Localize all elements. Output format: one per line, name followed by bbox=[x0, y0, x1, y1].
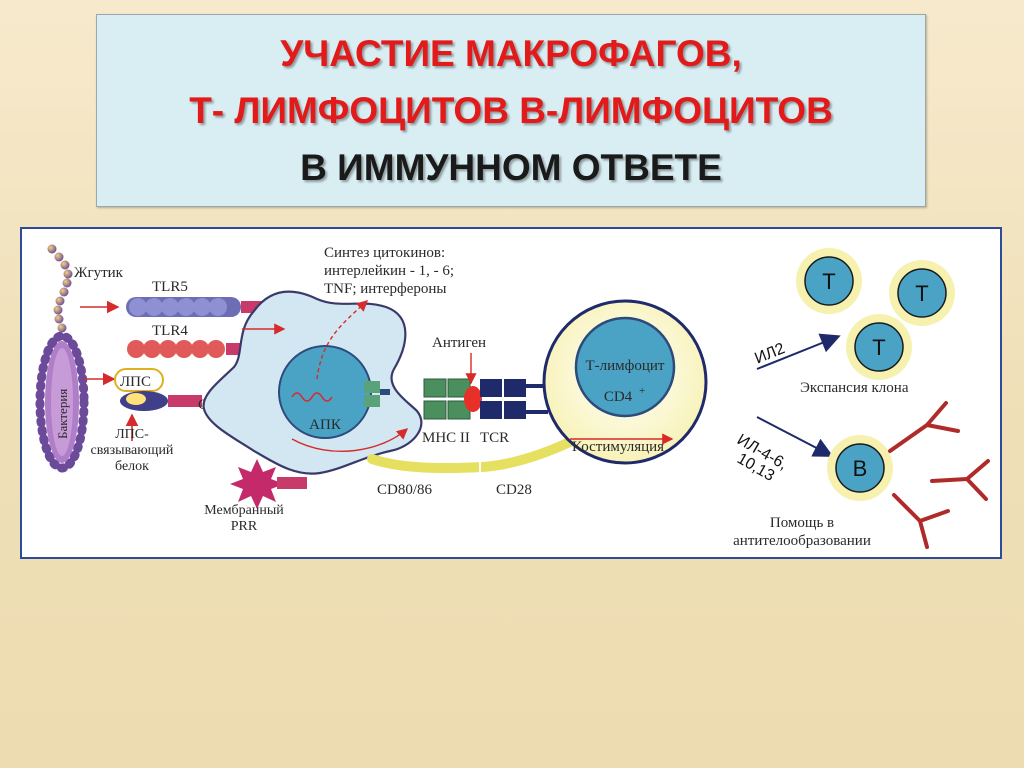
lps-label: ЛПС bbox=[120, 374, 151, 390]
b-cell: В bbox=[827, 435, 893, 501]
clone-t-cell-2: Т bbox=[889, 260, 955, 326]
clone-t-cell-1: Т bbox=[796, 248, 862, 314]
apc-label: АПК bbox=[309, 417, 342, 433]
cd28-label: CD28 bbox=[496, 482, 532, 498]
lps-box bbox=[114, 368, 164, 392]
cytokines-line-2: интерлейкин - 1, - 6; bbox=[324, 263, 454, 279]
title-line-1: УЧАСТИЕ МАКРОФАГОВ, bbox=[280, 33, 742, 74]
t-cell-sup: + bbox=[639, 385, 645, 397]
tcr-label: TCR bbox=[480, 430, 509, 446]
title-line-2: Т- ЛИМФОЦИТОВ В-ЛИМФОЦИТОВ bbox=[189, 90, 833, 131]
immune-response-diagram: Жгутик Бактерия TLR5 TLR4 bbox=[20, 227, 1002, 559]
cytokine-arrow bbox=[316, 300, 369, 380]
antigen-processing-arrow bbox=[291, 428, 409, 452]
mhc-tcr-complex bbox=[364, 378, 548, 420]
cd14-receptor bbox=[168, 395, 202, 407]
mhc-label: MHC II bbox=[422, 430, 470, 446]
antibody-1 bbox=[888, 401, 960, 453]
antigen-label: Антиген bbox=[432, 335, 486, 351]
clone-expansion-label: Экспансия клона bbox=[800, 380, 909, 396]
cytokines-line-3: TNF; интерфероны bbox=[324, 281, 447, 297]
diagram-canvas: Жгутик Бактерия TLR5 TLR4 bbox=[35, 244, 990, 549]
flagellum-label: Жгутик bbox=[74, 265, 124, 281]
il4-arrow bbox=[756, 416, 834, 457]
t-cell-line-1: Т-лимфоцит bbox=[586, 358, 665, 374]
bacterium: Бактерия bbox=[35, 331, 89, 473]
help-line-1: Помощь в bbox=[770, 515, 834, 531]
il2-arrow bbox=[756, 333, 841, 370]
t-letter-2: Т bbox=[915, 281, 928, 306]
lps-binding-line-2: связывающий bbox=[91, 443, 174, 458]
antibody-3 bbox=[892, 493, 950, 549]
help-line-2: антителообразовании bbox=[733, 533, 871, 549]
cd80-86-molecule bbox=[367, 454, 487, 474]
cd28-molecule bbox=[477, 436, 577, 472]
bacterium-label: Бактерия bbox=[55, 389, 70, 439]
b-letter: В bbox=[853, 456, 868, 481]
title-panel: УЧАСТИЕ МАКРОФАГОВ, Т- ЛИМФОЦИТОВ В-ЛИМФ… bbox=[96, 14, 926, 207]
lps-binding-highlight bbox=[126, 393, 146, 405]
flagellum-chain bbox=[47, 244, 73, 333]
t-cell-line-2: CD4 bbox=[604, 389, 633, 405]
membrane-prr-line-2: PRR bbox=[231, 519, 258, 534]
tlr5-label: TLR5 bbox=[152, 279, 188, 295]
lps-binding-line-3: белок bbox=[115, 459, 149, 474]
apc-signal-wave bbox=[291, 392, 333, 402]
t-letter-3: Т bbox=[872, 335, 885, 360]
costim-label: Костимуляция bbox=[572, 439, 664, 455]
cytokines-line-1: Синтез цитокинов: bbox=[324, 245, 445, 261]
membrane-prr-line-1: Мембранный bbox=[204, 503, 284, 518]
antibody-2 bbox=[930, 459, 990, 501]
prr-receptor bbox=[277, 477, 307, 489]
cd80-label: CD80/86 bbox=[377, 482, 433, 498]
t-letter-1: Т bbox=[822, 269, 835, 294]
t-lymphocyte-nucleus bbox=[574, 316, 676, 418]
title-line-3: В ИММУННОМ ОТВЕТЕ bbox=[300, 147, 722, 188]
membrane-prr-star bbox=[230, 459, 284, 509]
tlr4-label: TLR4 bbox=[152, 323, 188, 339]
clone-t-cell-3: Т bbox=[846, 314, 912, 380]
lps-binding-line-1: ЛПС- bbox=[115, 427, 149, 442]
